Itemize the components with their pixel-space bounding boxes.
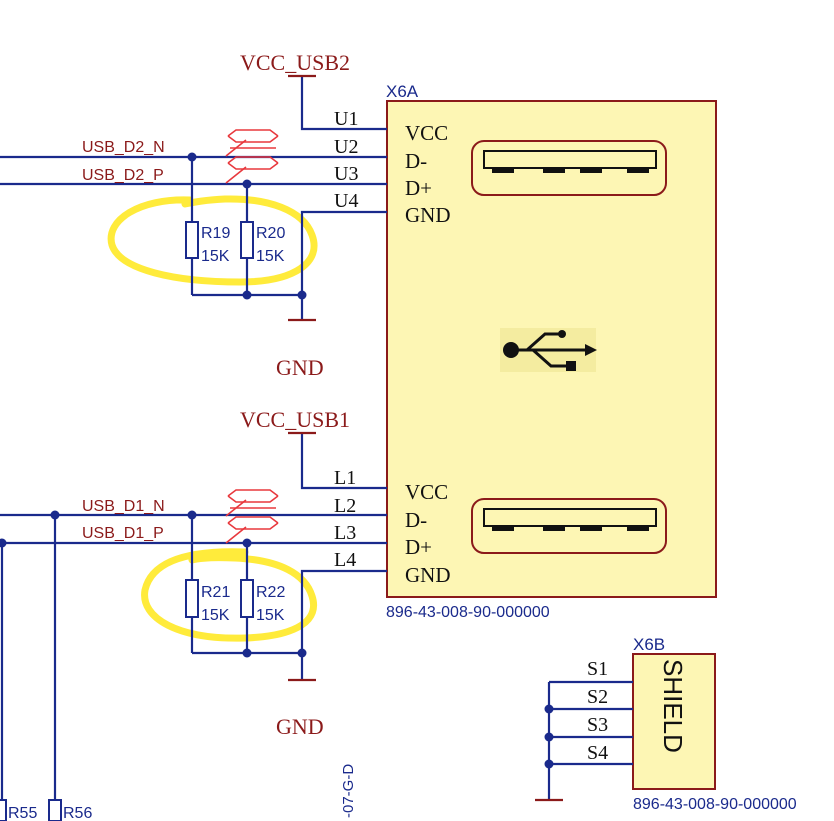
pin-number-s3: S3	[587, 714, 608, 736]
pin-number-l4: L4	[334, 549, 356, 571]
diffpair-marker-icons	[225, 129, 279, 544]
usb-port-bottom-icon	[471, 498, 667, 554]
resistor-r20-value: 15K	[256, 248, 285, 265]
resistor-r55-ref: R55	[8, 805, 37, 821]
wire-gnd-bottom	[300, 569, 387, 680]
pin-number-u3: U3	[334, 163, 358, 185]
connector-x6a: X6A 896-43-008-90-000000 VCC D- D+ GND V…	[334, 82, 717, 621]
pin-number-l3: L3	[334, 522, 356, 544]
sheet-reference: -07-G-D	[340, 764, 357, 818]
connector-x6b-designator: X6B	[633, 635, 665, 654]
pin-name-u3: D+	[405, 176, 432, 200]
highlight-circle-top	[107, 195, 318, 286]
pin-name-l1: VCC	[405, 480, 448, 504]
net-label-usb-d2-n: USB_D2_N	[82, 139, 165, 156]
resistor-r22	[240, 579, 254, 618]
pin-number-s2: S2	[587, 686, 608, 708]
wire-vcc-usb2	[300, 76, 387, 131]
gnd-bottom-label: GND	[276, 714, 324, 739]
resistor-r22-value: 15K	[256, 607, 285, 624]
resistor-r20-ref: R20	[256, 225, 285, 242]
resistor-r56	[48, 799, 62, 821]
pin-number-u1: U1	[334, 108, 358, 130]
resistors	[0, 221, 254, 821]
diffpair-marker-bottom-icon	[225, 489, 279, 544]
vcc-usb2-label: VCC_USB2	[240, 50, 350, 75]
pin-number-u2: U2	[334, 136, 358, 158]
gnd-top-label: GND	[276, 355, 324, 380]
highlight-marks	[107, 195, 318, 642]
wire-vcc-usb1	[300, 433, 387, 490]
pin-name-l4: GND	[405, 563, 451, 587]
pin-number-s1: S1	[587, 658, 608, 680]
resistor-r19-ref: R19	[201, 225, 230, 242]
resistor-r55	[0, 799, 7, 821]
resistor-r21-value: 15K	[201, 607, 230, 624]
vcc-usb1-label: VCC_USB1	[240, 407, 350, 432]
pin-name-u2: D-	[405, 149, 427, 173]
resistor-r21-ref: R21	[201, 584, 230, 601]
resistor-r19	[185, 221, 199, 259]
connector-x6a-designator: X6A	[386, 82, 419, 101]
resistor-r20	[240, 221, 254, 259]
usb-symbol-icon	[500, 328, 597, 372]
connector-x6b: X6B 896-43-008-90-000000 SHIELD S1 S2 S3…	[587, 635, 797, 813]
pin-number-l1: L1	[334, 467, 356, 489]
connector-x6b-body	[632, 653, 716, 790]
pin-name-l3: D+	[405, 535, 432, 559]
connector-x6b-part-number: 896-43-008-90-000000	[633, 796, 797, 813]
net-label-usb-d1-n: USB_D1_N	[82, 498, 165, 515]
pin-number-l2: L2	[334, 495, 356, 517]
pin-name-l2: D-	[405, 508, 427, 532]
junctions	[0, 152, 554, 769]
resistor-r19-value: 15K	[201, 248, 230, 265]
net-label-usb-d2-p: USB_D2_P	[82, 167, 164, 184]
pin-name-u4: GND	[405, 203, 451, 227]
pin-number-u4: U4	[334, 190, 358, 212]
highlight-circle-bottom	[141, 548, 317, 642]
resistor-r21	[185, 579, 199, 618]
connector-x6a-part-number: 896-43-008-90-000000	[386, 604, 550, 621]
pin-number-s4: S4	[587, 742, 608, 764]
power-symbols	[288, 74, 563, 802]
shield-label: SHIELD	[658, 659, 688, 753]
net-label-usb-d1-p: USB_D1_P	[82, 525, 164, 542]
usb-port-top-icon	[471, 140, 667, 196]
wire-gnd-top	[300, 210, 387, 320]
resistor-r22-ref: R22	[256, 584, 285, 601]
resistor-r56-ref: R56	[63, 805, 92, 821]
diffpair-marker-top-icon	[225, 129, 279, 184]
pin-name-u1: VCC	[405, 121, 448, 145]
